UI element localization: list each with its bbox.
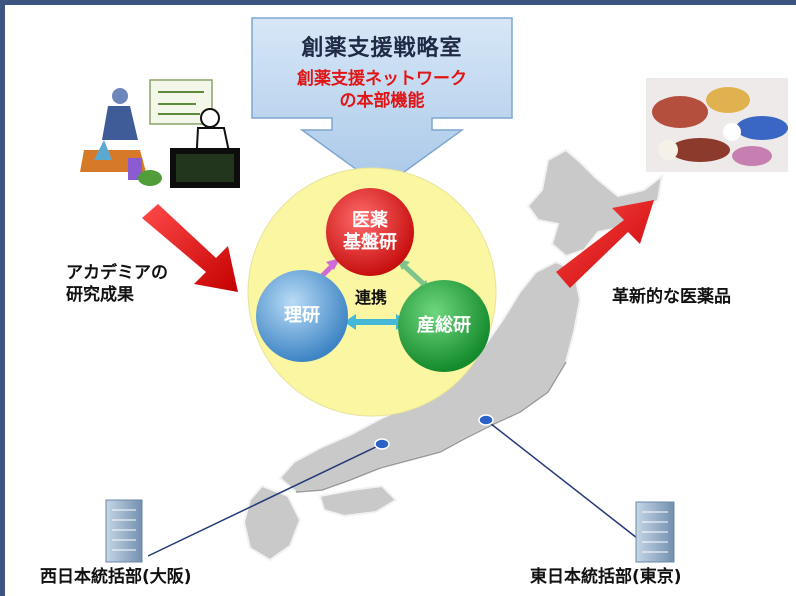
tokyo-marker-icon: [478, 414, 494, 426]
medicine-photo-icon: [646, 78, 788, 172]
subtitle-line-1: 創薬支援ネットワーク: [297, 69, 467, 89]
academia-results-line-1: アカデミアの: [66, 263, 168, 283]
node-nibio-label: 医薬 基盤研: [326, 210, 414, 254]
shikoku-shape: [318, 484, 398, 518]
west-office-label: 西日本統括部(大阪): [40, 567, 192, 587]
innovative-drug-label: 革新的な医薬品: [612, 287, 731, 307]
map-shadow: [295, 361, 567, 493]
academia-results-label: アカデミアの 研究成果: [66, 262, 196, 306]
osaka-marker-icon: [374, 438, 390, 450]
west-office-building-icon: [105, 499, 143, 563]
east-office-link: [485, 419, 661, 557]
left-frame-border: [0, 0, 5, 596]
node-riken-label: 理研: [284, 305, 320, 326]
academia-arrow: [142, 204, 238, 292]
collaboration-label: 連携: [354, 288, 387, 307]
node-nibio-label-line-1: 医薬: [352, 210, 388, 231]
academia-illustration-icon: [80, 79, 240, 188]
east-office-label: 東日本統括部(東京): [530, 567, 682, 587]
strategy-office-callout: [251, 17, 513, 189]
node-riken: [256, 270, 348, 362]
node-nibio: [326, 188, 414, 276]
drug-arrow: [556, 200, 654, 288]
strategy-office-subtitle: 創薬支援ネットワーク の本部機能: [258, 68, 506, 112]
node-aist-label: 産総研: [417, 315, 471, 336]
subtitle-line-2: の本部機能: [339, 91, 425, 111]
node-nibio-label-line-2: 基盤研: [343, 232, 397, 253]
strategy-office-title: 創薬支援戦略室: [301, 36, 463, 61]
japan-map: [242, 148, 664, 562]
node-aist: [398, 280, 490, 372]
east-office-building-icon: [635, 501, 675, 563]
academia-results-line-2: 研究成果: [66, 285, 134, 305]
top-frame-border: [0, 0, 796, 5]
west-office-link: [147, 443, 383, 557]
